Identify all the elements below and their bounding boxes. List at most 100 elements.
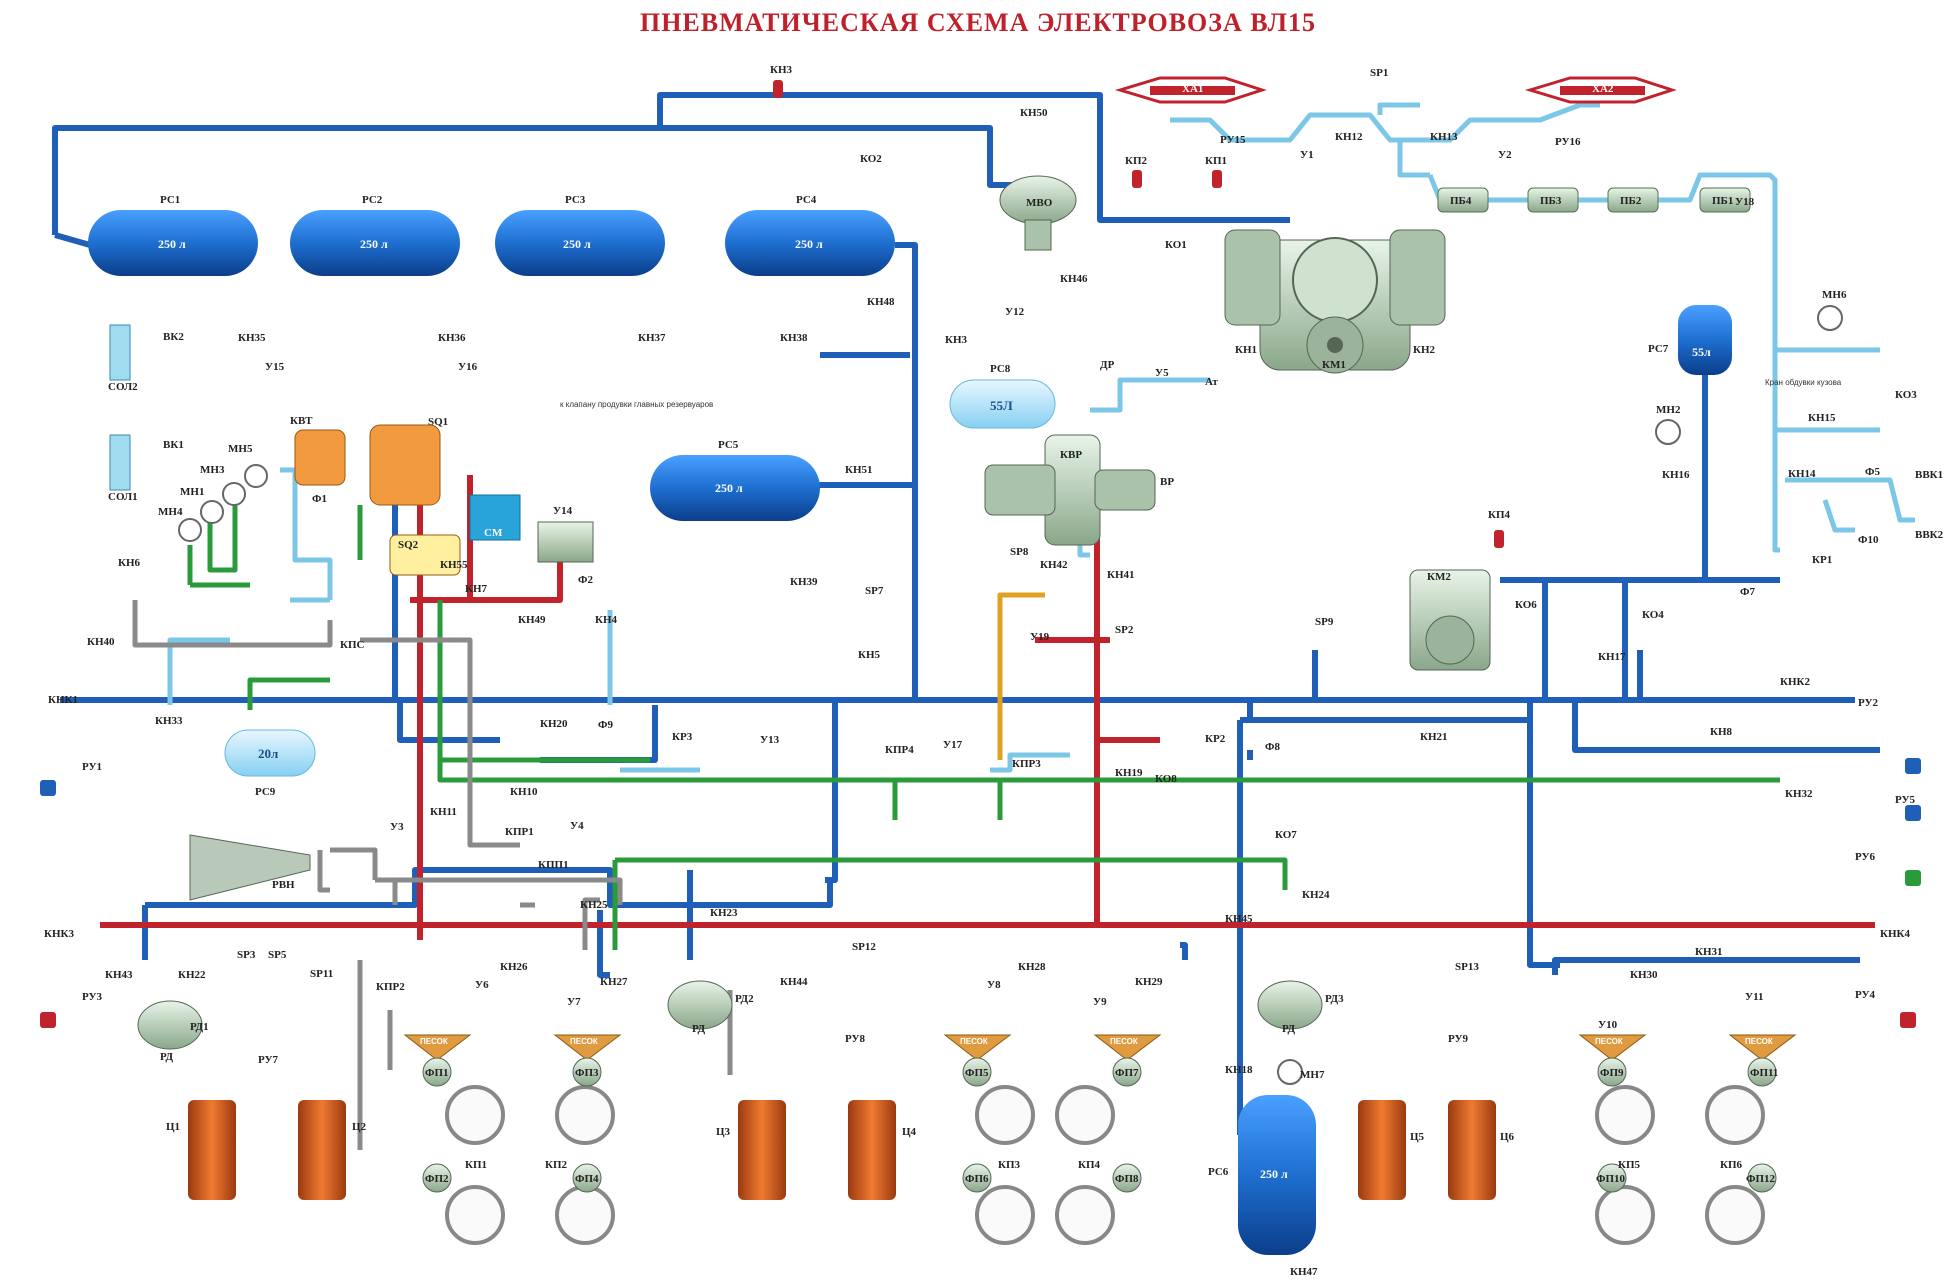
- sander-nozzles: [422, 1057, 1777, 1193]
- svg-text:КН22: КН22: [178, 969, 206, 981]
- tank-rs9-label: РС9: [255, 786, 276, 798]
- svg-text:к клапану продувки главных рез: к клапану продувки главных резервуаров: [560, 400, 713, 409]
- svg-text:У9: У9: [1093, 996, 1107, 1008]
- svg-text:У16: У16: [458, 361, 478, 373]
- svg-text:Кран обдувки кузова: Кран обдувки кузова: [1765, 378, 1842, 387]
- tank-rs6: [1238, 1095, 1316, 1255]
- tank-rs6-label: РС6: [1208, 1166, 1229, 1178]
- brake-cylinders: Ц1 Ц2 Ц3 Ц4 Ц5 Ц6: [166, 1100, 1515, 1200]
- svg-text:КН10: КН10: [510, 786, 538, 798]
- svg-text:РУ4: РУ4: [1855, 989, 1876, 1001]
- rd3-rd-label: РД: [1282, 1023, 1296, 1035]
- svg-text:SP5: SP5: [268, 949, 287, 961]
- rd1-rd-label: РД: [160, 1051, 174, 1063]
- svg-text:Ф10: Ф10: [1858, 534, 1879, 546]
- svg-text:КП2: КП2: [1125, 155, 1148, 167]
- tank-rs9-volume: 20л: [258, 746, 278, 761]
- rvn-label: РВН: [272, 879, 295, 891]
- sand-4: ПЕСОК: [1110, 1037, 1138, 1046]
- svg-text:SP7: SP7: [865, 585, 884, 597]
- svg-text:У18: У18: [1735, 196, 1755, 208]
- svg-text:КН50: КН50: [1020, 107, 1048, 119]
- svg-text:КН3: КН3: [945, 334, 968, 346]
- svg-text:КН1: КН1: [1235, 344, 1257, 356]
- horn-xa1: ХА1: [1114, 76, 1267, 104]
- svg-text:ФП5: ФП5: [965, 1067, 989, 1079]
- valve-markers: [773, 80, 1504, 548]
- svg-text:КН26: КН26: [500, 961, 528, 973]
- tank-rs6-volume: 250 л: [1260, 1167, 1288, 1181]
- svg-text:КН39: КН39: [790, 576, 818, 588]
- sq1-label: SQ1: [428, 416, 448, 428]
- tank-rs5-volume: 250 л: [715, 481, 743, 495]
- sand-2: ПЕСОК: [570, 1037, 598, 1046]
- svg-text:КН49: КН49: [518, 614, 546, 626]
- svg-text:КН45: КН45: [1225, 913, 1253, 925]
- svg-text:SP13: SP13: [1455, 961, 1479, 973]
- cm-label: СМ: [484, 527, 503, 539]
- svg-text:МН6: МН6: [1822, 289, 1847, 301]
- svg-text:КН2: КН2: [1413, 344, 1436, 356]
- compressor-km2-label: КМ2: [1427, 571, 1451, 583]
- svg-text:РУ1: РУ1: [82, 761, 102, 773]
- cyl-c2: Ц2: [352, 1121, 367, 1133]
- svg-text:Ф7: Ф7: [1740, 586, 1755, 598]
- filter-pb2: ПБ2: [1620, 195, 1642, 207]
- gauges: [178, 305, 1843, 1085]
- kvr-label: КВР: [1060, 449, 1082, 461]
- svg-text:У13: У13: [760, 734, 780, 746]
- tank-rs3-volume: 250 л: [563, 237, 591, 251]
- tank-rs2-label: РС2: [362, 194, 383, 206]
- svg-text:КН38: КН38: [780, 332, 808, 344]
- svg-text:КП4: КП4: [1078, 1159, 1101, 1171]
- svg-text:КП1: КП1: [1205, 155, 1227, 167]
- svg-text:КН12: КН12: [1335, 131, 1363, 143]
- svg-text:У7: У7: [567, 996, 581, 1008]
- svg-text:У19: У19: [1030, 631, 1050, 643]
- horn-xa2: ХА2: [1524, 76, 1677, 104]
- svg-text:РУ9: РУ9: [1448, 1033, 1469, 1045]
- sand-1: ПЕСОК: [420, 1037, 448, 1046]
- compressor-km2: КМ2: [1409, 569, 1491, 671]
- svg-text:КН29: КН29: [1135, 976, 1163, 988]
- cyl-c3: Ц3: [716, 1126, 731, 1138]
- svg-text:SP9: SP9: [1315, 616, 1334, 628]
- svg-text:МН3: МН3: [200, 464, 225, 476]
- hose-ends-red: [40, 1012, 1916, 1028]
- pb-filters: ПБ4 ПБ3 ПБ2 ПБ1: [1437, 187, 1751, 213]
- svg-text:МН2: МН2: [1656, 404, 1681, 416]
- rd2-rd-label: РД: [692, 1023, 706, 1035]
- mvo-separator: МВО: [999, 175, 1077, 251]
- svg-text:РУ8: РУ8: [845, 1033, 866, 1045]
- svg-text:У17: У17: [943, 739, 963, 751]
- sander-labels: ФП1 ФП2 ФП3 ФП4 ФП5 ФП6 ФП7 ФП8 ФП9 ФП10…: [425, 1067, 1778, 1185]
- tank-rs4-label: РС4: [796, 194, 817, 206]
- svg-text:У11: У11: [1745, 991, 1763, 1003]
- svg-text:ДР: ДР: [1100, 359, 1115, 371]
- horn-xa2-label: ХА2: [1592, 83, 1614, 95]
- svg-text:У6: У6: [475, 979, 489, 991]
- tank-rs8: [949, 379, 1056, 429]
- svg-text:МН7: МН7: [1300, 1069, 1325, 1081]
- diagram-title: ПНЕВМАТИЧЕСКАЯ СХЕМА ЭЛЕКТРОВОЗА ВЛ15: [639, 8, 1317, 37]
- tank-rs4-volume: 250 л: [795, 237, 823, 251]
- svg-text:SP3: SP3: [237, 949, 256, 961]
- svg-text:КН5: КН5: [858, 649, 881, 661]
- svg-text:ФП8: ФП8: [1115, 1173, 1139, 1185]
- svg-text:КН15: КН15: [1808, 412, 1836, 424]
- svg-text:У4: У4: [570, 820, 584, 832]
- svg-text:РУ6: РУ6: [1855, 851, 1876, 863]
- main-reservoirs: [88, 210, 1732, 1255]
- tank-rs7-volume: 55л: [1692, 345, 1711, 359]
- svg-text:ВВК1: ВВК1: [1915, 469, 1943, 481]
- svg-text:КН47: КН47: [1290, 1266, 1318, 1278]
- svg-text:SP11: SP11: [310, 968, 333, 980]
- svg-text:КН13: КН13: [1430, 131, 1458, 143]
- svg-text:РУ15: РУ15: [1220, 134, 1246, 146]
- svg-text:КО7: КО7: [1275, 829, 1297, 841]
- sand-5: ПЕСОК: [1595, 1037, 1623, 1046]
- tank-rs1-volume: 250 л: [158, 237, 186, 251]
- svg-text:Ат: Ат: [1205, 376, 1218, 388]
- svg-text:КН14: КН14: [1788, 468, 1816, 480]
